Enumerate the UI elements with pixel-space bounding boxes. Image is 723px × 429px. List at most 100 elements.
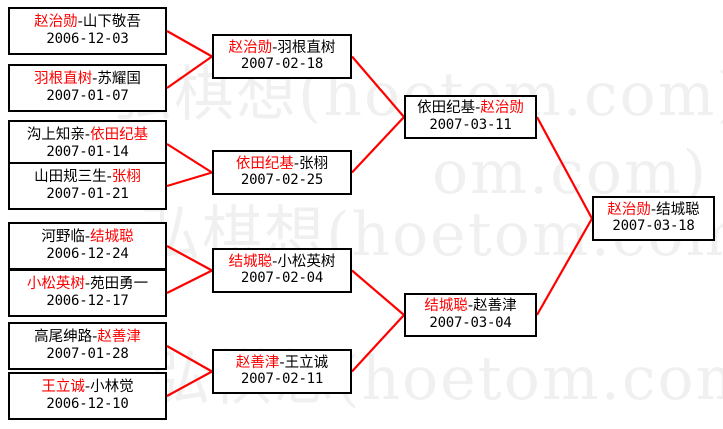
name-separator: - [84, 379, 91, 396]
match-players: 沟上知亲-依田纪基 [26, 127, 149, 144]
loser-name: 山下敬吾 [82, 14, 141, 31]
loser-name: 小林觉 [90, 379, 134, 396]
connector-line [166, 30, 213, 58]
name-separator: - [293, 155, 300, 172]
name-separator: - [650, 201, 657, 218]
match-players: 小松英树-苑田勇一 [26, 276, 149, 293]
match-players: 赵治勋-山下敬吾 [34, 14, 141, 31]
loser-name: 高尾绅路 [34, 329, 93, 346]
loser-name: 河野临 [41, 229, 85, 246]
match-date: 2007-01-28 [46, 345, 129, 362]
winner-name: 赵治勋 [480, 100, 524, 117]
match-players: 山田规三生-张栩 [34, 169, 141, 186]
winner-name: 王立诚 [41, 379, 85, 396]
match-date: 2007-02-25 [240, 172, 324, 189]
name-separator: - [467, 298, 474, 315]
name-separator: - [106, 169, 112, 186]
loser-name: 结城聪 [656, 201, 700, 218]
name-separator: - [272, 253, 278, 270]
connector-line [166, 171, 213, 188]
winner-name: 张栩 [111, 169, 141, 186]
name-separator: - [475, 100, 481, 117]
match-date: 2007-02-18 [240, 56, 324, 73]
match-date: 2007-03-11 [429, 116, 512, 133]
match-date: 2007-02-04 [240, 270, 324, 287]
loser-name: 苏耀国 [97, 71, 141, 88]
match-date: 2007-02-11 [240, 371, 324, 388]
winner-name: 结城聪 [424, 298, 468, 315]
winner-name: 依田纪基 [235, 155, 294, 172]
match-date: 2006-12-24 [46, 245, 129, 262]
connector-line [351, 55, 405, 118]
connector-line [166, 370, 213, 397]
winner-name: 依田纪基 [90, 127, 149, 144]
winner-name: 赵治勋 [228, 39, 273, 56]
connector-line [351, 269, 405, 316]
connector-line [536, 116, 593, 220]
loser-name: 沟上知亲 [26, 127, 85, 144]
match-players: 河野临-结城聪 [41, 229, 134, 246]
loser-name: 依田纪基 [417, 100, 476, 117]
name-separator: - [92, 329, 98, 346]
name-separator: - [77, 14, 83, 31]
match-date: 2007-01-21 [46, 185, 129, 202]
match-date: 2006-12-03 [46, 30, 129, 47]
name-separator: - [279, 354, 285, 371]
winner-name: 小松英树 [26, 276, 85, 293]
loser-name: 苑田勇一 [90, 276, 149, 293]
match-players: 依田纪基-张栩 [235, 155, 328, 173]
match-date: 2006-12-17 [46, 292, 129, 309]
loser-name: 小松英树 [277, 253, 336, 270]
match-date: 2007-03-04 [429, 314, 512, 331]
match-players: 结城聪-赵善津 [424, 298, 517, 315]
connector-line [166, 269, 213, 294]
match-players: 依田纪基-赵治勋 [417, 100, 524, 117]
winner-name: 结城聪 [90, 229, 134, 246]
match-players: 高尾绅路-赵善津 [34, 329, 141, 346]
match-date: 2007-01-07 [46, 87, 129, 104]
connector-line [166, 55, 213, 89]
winner-name: 结城聪 [228, 253, 273, 270]
match-players: 赵治勋-羽根直树 [228, 39, 336, 57]
match-players: 结城聪-小松英树 [228, 253, 336, 271]
winner-name: 赵治勋 [34, 14, 78, 31]
winner-name: 赵善津 [235, 354, 280, 371]
match-date: 2006-12-10 [46, 395, 129, 412]
winner-name: 赵治勋 [607, 201, 651, 218]
winner-name: 赵善津 [97, 329, 141, 346]
winner-name: 羽根直树 [34, 71, 93, 88]
connector-line [351, 116, 405, 174]
match-players: 赵治勋-结城聪 [607, 201, 700, 219]
connector-line [536, 217, 593, 316]
match-date: 2007-03-18 [612, 218, 695, 235]
connector-line [166, 143, 213, 174]
name-separator: - [272, 39, 278, 56]
match-players: 王立诚-小林觉 [41, 379, 134, 396]
name-separator: - [92, 71, 98, 88]
connector-line [166, 245, 213, 272]
name-separator: - [84, 276, 91, 293]
name-separator: - [84, 229, 91, 246]
connector-line [166, 345, 213, 373]
loser-name: 赵善津 [473, 298, 517, 315]
match-players: 赵善津-王立诚 [235, 354, 328, 372]
loser-name: 山田规三生 [34, 169, 107, 186]
match-players: 羽根直树-苏耀国 [34, 71, 141, 88]
loser-name: 羽根直树 [277, 39, 336, 56]
